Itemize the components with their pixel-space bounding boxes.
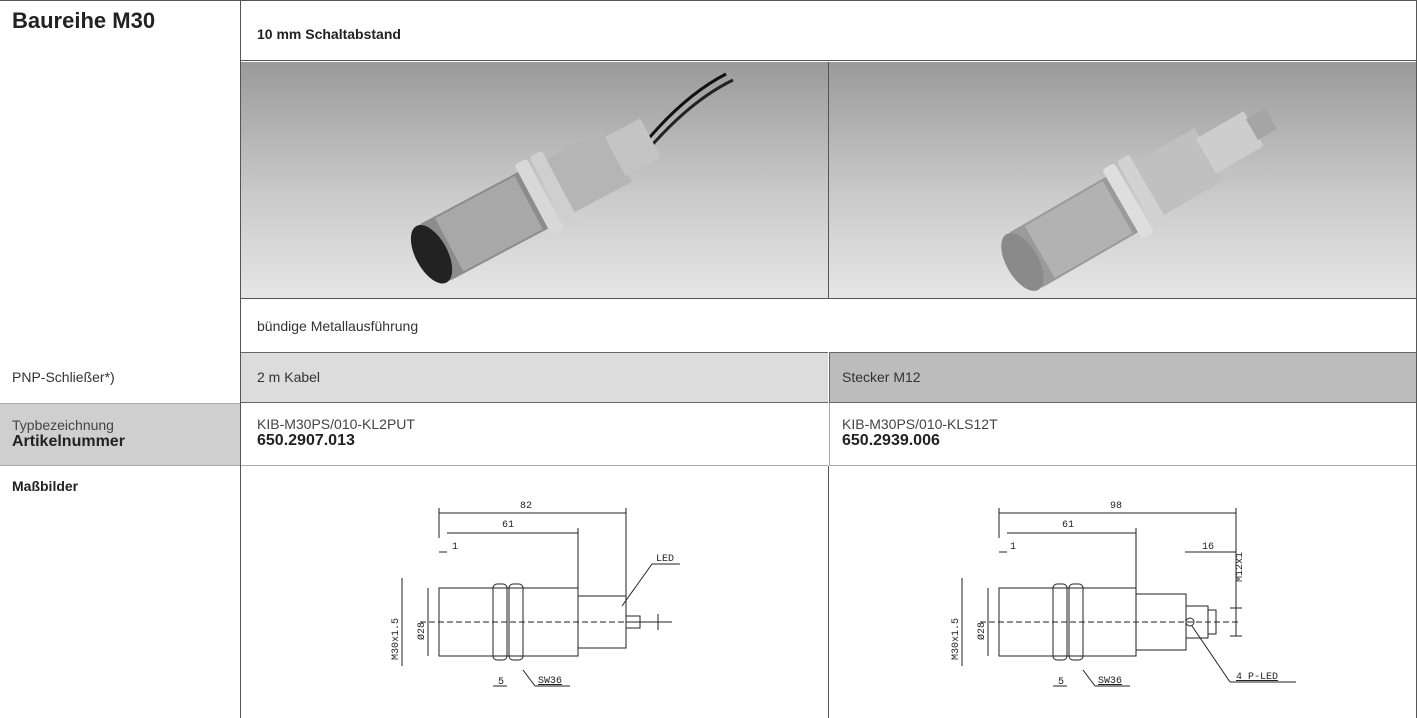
header-cell: 10 mm Schaltabstand	[241, 1, 1416, 61]
drawings-label: Maßbilder	[12, 478, 79, 494]
dim-gap-cable: 1	[452, 542, 458, 553]
photo-divider	[828, 62, 829, 298]
dim-gap-plug: 1	[1010, 542, 1016, 553]
photo-bottom-border	[241, 298, 1416, 299]
nut-dim-cable: 5	[498, 677, 504, 688]
photo-plug-sensor	[829, 62, 1416, 298]
series-title: Baureihe M30	[12, 8, 156, 33]
type-cable-cell: KIB-M30PS/010-KL2PUT 650.2907.013	[241, 403, 828, 466]
dim-body-plug: 61	[1062, 520, 1074, 531]
diameter-label-cable: Ø28	[416, 622, 428, 640]
article-number-cable: 650.2907.013	[257, 432, 355, 449]
connection-cable-cell: 2 m Kabel	[241, 352, 828, 403]
left-top-border	[0, 0, 240, 1]
article-number-label: Artikelnummer	[12, 433, 125, 450]
led-label-plug: 4 P-LED	[1236, 672, 1278, 683]
type-plug-cell: KIB-M30PS/010-KLS12T 650.2939.006	[829, 403, 1416, 466]
photo-cable-sensor	[241, 62, 828, 298]
diameter-label-plug: Ø28	[976, 622, 988, 640]
thread-label-plug: M30x1.5	[951, 618, 962, 660]
thread-label-cable: M30x1.5	[391, 618, 402, 660]
type-designation-plug: KIB-M30PS/010-KLS12T	[842, 416, 998, 432]
series-title-cell: Baureihe M30	[0, 0, 240, 352]
dim-total-cable: 82	[520, 501, 532, 512]
cable-sensor-image	[410, 72, 734, 284]
dim-body-cable: 61	[502, 520, 514, 531]
dim-total-plug: 98	[1110, 501, 1122, 512]
connection-cable: 2 m Kabel	[257, 369, 321, 385]
article-number-plug: 650.2939.006	[842, 432, 940, 449]
type-designation-cable: KIB-M30PS/010-KL2PUT	[257, 416, 415, 432]
drawing-cable-sensor: 82 61 1 LED M30x1.5 Ø28 5 SW36	[391, 501, 680, 688]
type-label-cell: Typbezeichnung Artikelnummer	[0, 403, 240, 466]
connection-plug: Stecker M12	[842, 369, 921, 385]
type-designation-label: Typbezeichnung	[12, 417, 114, 433]
led-label-cable: LED	[656, 554, 674, 565]
drawings-divider	[828, 466, 829, 718]
plug-sensor-image	[1001, 108, 1277, 291]
sw-label-plug: SW36	[1098, 676, 1122, 687]
nut-dim-plug: 5	[1058, 677, 1064, 688]
dim-plug-length: 16	[1202, 542, 1214, 553]
switch-type-label: PNP-Schließer*)	[12, 369, 115, 385]
conn-label-plug: M12x1	[1235, 552, 1246, 582]
sw-label-cable: SW36	[538, 676, 562, 687]
connection-plug-cell: Stecker M12	[829, 352, 1416, 403]
drawing-plug-sensor: 98 61 1 16 M12x1 4 P-LED M30x1.5 Ø28 5 S…	[951, 501, 1296, 688]
variant-description: bündige Metallausführung	[257, 318, 419, 334]
